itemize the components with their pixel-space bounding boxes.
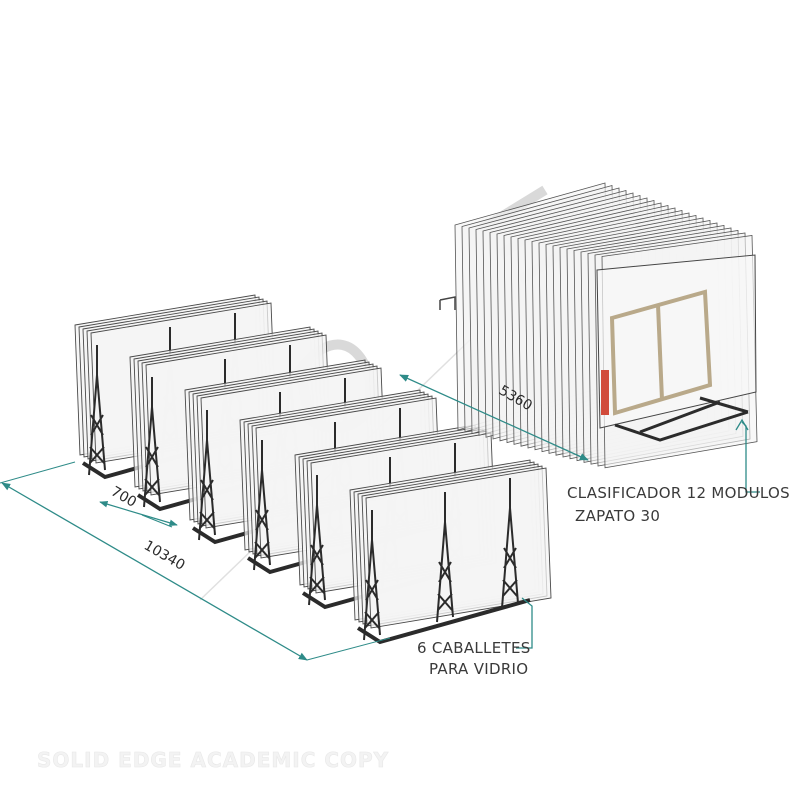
- sorter-frame-divider: [656, 304, 664, 401]
- sorter-front-pane: [596, 254, 757, 429]
- glass-sorter-group: [439, 182, 758, 469]
- callout-easels-line1: 6 CABALLETES: [417, 639, 531, 657]
- glass-easels-group: [74, 294, 552, 645]
- sorter-handle: [439, 296, 456, 310]
- easel-tower: [363, 539, 381, 641]
- sorter-base-rail: [614, 396, 749, 442]
- sorter-frame: [609, 289, 713, 416]
- easel-tower: [88, 374, 106, 476]
- callout-sorter-line2: ZAPATO 30: [575, 507, 660, 525]
- glass-easel-6: [349, 459, 552, 645]
- easel-tower: [308, 504, 326, 606]
- footer-watermark: SOLID EDGE ACADEMIC COPY: [37, 748, 389, 772]
- callout-easels-line2: PARA VIDRIO: [429, 660, 528, 678]
- easel-tower: [501, 507, 519, 609]
- callout-easels: 6 CABALLETES PARA VIDRIO: [417, 597, 533, 678]
- dimension-spacing-label: 700: [108, 484, 139, 511]
- easel-base: [356, 598, 531, 645]
- easel-tower: [143, 406, 161, 508]
- callout-sorter-line1: CLASIFICADOR 12 MODULOS: [567, 484, 790, 502]
- callout-sorter: CLASIFICADOR 12 MODULOS ZAPATO 30: [567, 418, 790, 525]
- sorter-red-marker: [601, 370, 609, 415]
- easel-tower: [436, 521, 454, 623]
